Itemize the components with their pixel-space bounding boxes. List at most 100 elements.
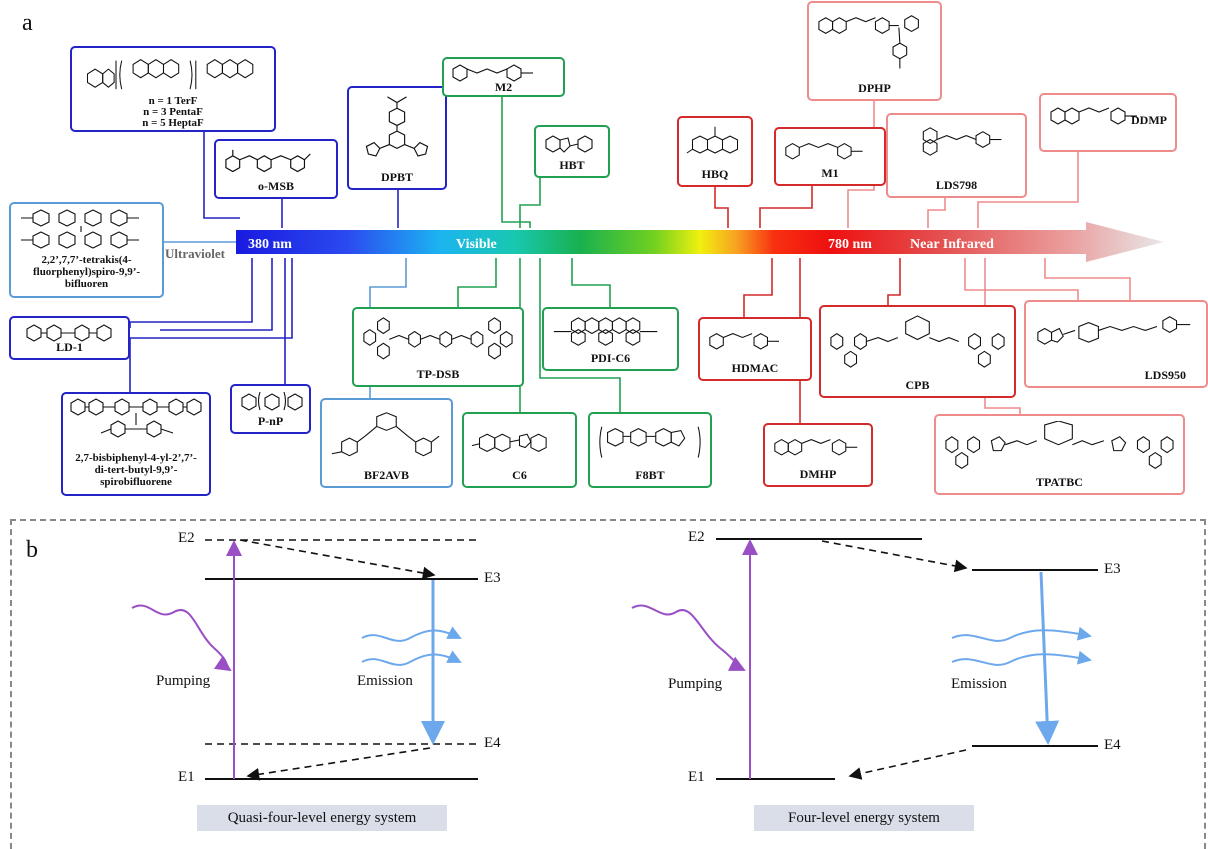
molecule-m1: M1 [774,127,886,186]
molecule-tp-dsb: TP-DSB [352,307,524,387]
four-caption: Four-level energy system [754,805,974,831]
bf2avb-label: BF2AVB [363,468,410,482]
m2-structure [452,64,533,82]
spiro-label: 2,7-bisbiphenyl-4-yl-2’,7’-di-tert-butyl… [75,452,197,488]
band-start-label: 380 nm [248,237,292,252]
four-e2-label: E2 [688,529,705,545]
molecule-dphp: DPHP [807,1,942,101]
band-nir-label: Near Infrared [910,237,994,252]
quasi-e3-label: E3 [484,570,501,586]
molecule-hbt: HBT [534,125,610,178]
o-msb-label: o-MSB [258,179,294,193]
quasi-four-level-system [131,539,480,781]
hbt-structure [545,135,593,153]
molecule-ddmp: DDMP [1039,93,1177,152]
terf-legend-3: n = 5 HeptaF [142,117,204,129]
m1-label: M1 [821,166,839,180]
terf-structure [86,59,254,90]
quasi-emission-label: Emission [357,673,413,689]
ld1-structure [26,324,112,342]
quasi-caption: Quasi-four-level energy system [197,805,447,831]
four-e1-label: E1 [688,769,705,785]
pdi-c6-structure [553,317,658,346]
four-emission-label: Emission [951,676,1007,692]
c6-structure [471,433,547,452]
lds798-label: LDS798 [935,178,978,192]
molecule-lds950: LDS950 [1024,300,1208,388]
quasi-e1-label: E1 [178,769,195,785]
dphp-label: DPHP [858,81,891,95]
connector-lines [129,97,1131,423]
lds950-structure [1037,316,1191,345]
dmhp-structure [774,438,858,456]
panel-b-frame [10,519,1206,849]
molecule-bf2avb: BF2AVB [320,398,453,488]
c6-label: C6 [512,468,527,482]
cpb-label: CPB [905,378,930,392]
band-end-label: 780 nm [828,237,872,252]
molecule-c6: C6 [462,412,577,488]
molecule-m2: M2 [442,57,565,97]
molecule-tetrakis: 2,2’,7,7’-tetrakis(4-fluorphenyl)spiro-9… [9,202,164,298]
ddmp-label: DDMP [1131,113,1167,127]
quasi-pumping-label: Pumping [156,673,211,689]
molecule-dpbt: DPBT [347,86,447,190]
f8bt-label: F8BT [635,468,665,482]
four-e4-label: E4 [1104,737,1121,753]
panel-a-letter: a [22,10,33,36]
tpatbc-structure [945,421,1174,470]
spirobifluorene-structure [70,398,202,438]
terf-legend-1: n = 1 TerF [148,95,198,107]
spectrum-band [236,222,1164,262]
hdmac-structure [709,332,779,350]
molecule-f8bt: F8BT [588,412,712,488]
four-pumping-label: Pumping [668,676,723,692]
molecule-pdi-c6: PDI-C6 [542,307,679,371]
molecule-o-msb: o-MSB [214,139,338,199]
tp-dsb-label: TP-DSB [416,367,460,381]
dpbt-label: DPBT [380,170,413,184]
pnp-label: P-nP [257,414,284,428]
bf2avb-structure [331,412,440,457]
molecule-cpb: CPB [819,305,1016,398]
ld1-label: LD-1 [56,340,83,354]
molecule-dmhp: DMHP [763,423,873,487]
pnp-structure [241,391,303,411]
hbq-structure [686,126,739,154]
quasi-e4-label: E4 [484,735,501,751]
cpb-structure [830,315,1005,368]
tetrakis-label: 2,2’,7,7’-tetrakis(4-fluorphenyl)spiro-9… [32,254,141,290]
dpbt-structure [365,96,429,157]
quasi-e2-label: E2 [178,530,195,546]
o-msb-structure [225,149,311,173]
molecule-terf: n = 1 TerF n = 3 PentaF n = 5 HeptaF [70,46,276,132]
molecule-ld1: LD-1 [9,316,130,360]
m1-structure [785,142,863,160]
f8bt-structure [599,426,701,458]
tetrakis-structure [21,209,139,249]
m2-label: M2 [494,80,513,94]
hdmac-label: HDMAC [731,361,779,375]
lds798-structure [922,127,1002,156]
molecule-tpatbc: TPATBC [934,414,1185,495]
pdi-c6-label: PDI-C6 [590,351,631,365]
lds950-label: LDS950 [1144,368,1186,382]
molecule-spirobifluorene: 2,7-bisbiphenyl-4-yl-2’,7’-di-tert-butyl… [61,392,211,496]
ddmp-structure [1050,107,1137,125]
four-level-system [631,538,1098,780]
tpatbc-label: TPATBC [1036,475,1083,489]
terf-legend-2: n = 3 PentaF [143,106,203,118]
hbq-label: HBQ [701,167,729,181]
dmhp-label: DMHP [799,467,837,481]
molecule-hdmac: HDMAC [698,317,812,381]
panel-b-letter: b [26,537,38,563]
tp-dsb-structure [363,317,513,360]
molecule-hbq: HBQ [677,116,753,187]
energy-diagram [131,538,1098,781]
band-visible-label: Visible [456,237,497,252]
molecule-lds798: LDS798 [886,113,1027,198]
dphp-structure [818,15,919,69]
ultraviolet-label: Ultraviolet [165,246,225,261]
hbt-label: HBT [559,158,585,172]
